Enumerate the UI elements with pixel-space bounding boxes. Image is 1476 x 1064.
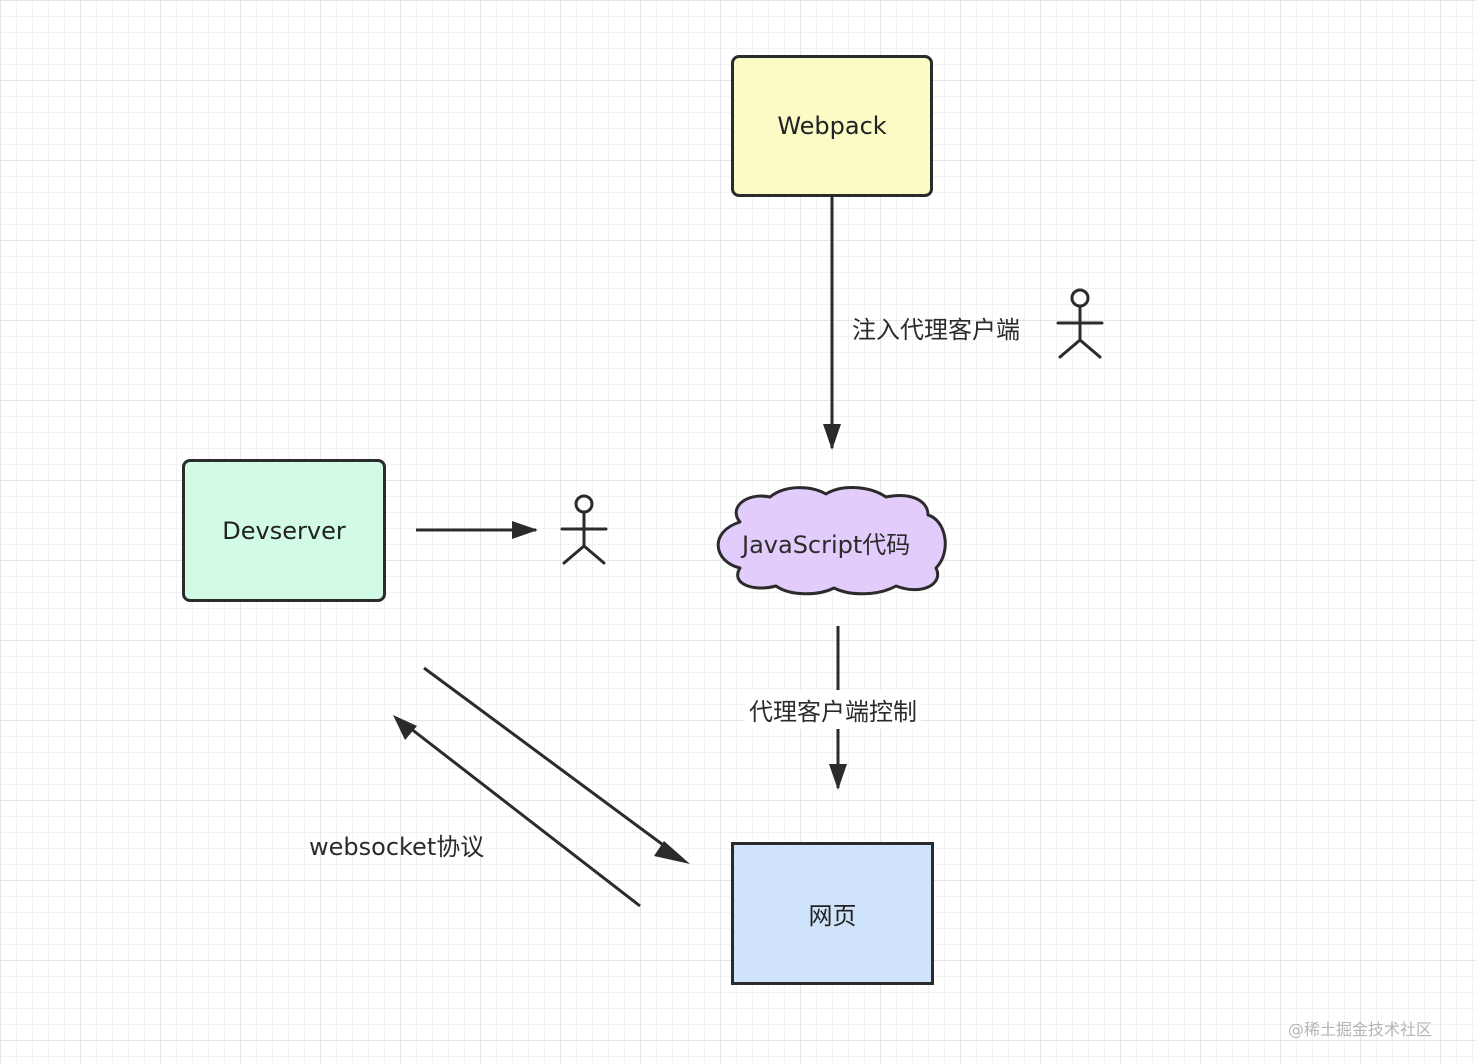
actor-icon-devserver <box>560 494 608 565</box>
actor-icon-inject <box>1056 288 1104 359</box>
inject-edge-label: 注入代理客户端 <box>852 316 1020 344</box>
arrowhead-devserver-to-actor <box>512 521 538 539</box>
watermark: @稀土掘金技术社区 <box>1288 1020 1433 1039</box>
arrowhead-javascript-to-webpage <box>829 764 847 790</box>
webpack-node: Webpack <box>731 55 933 197</box>
arrow-devserver-to-webpage <box>423 666 671 852</box>
webpack-node-label: Webpack <box>777 112 887 140</box>
devserver-node: Devserver <box>182 459 386 602</box>
webpage-node: 网页 <box>731 842 934 985</box>
control-edge-label: 代理客户端控制 <box>745 690 921 729</box>
devserver-node-label: Devserver <box>222 516 346 545</box>
websocket-edge-label: websocket协议 <box>309 833 485 861</box>
arrow-webpage-to-devserver <box>409 726 641 908</box>
javascript-node-label: JavaScript代码 <box>742 531 911 559</box>
webpage-node-label: 网页 <box>808 902 857 930</box>
arrowhead-devserver-to-webpage <box>654 841 690 864</box>
arrowhead-webpage-to-devserver <box>393 715 417 740</box>
javascript-cloud-shape <box>716 486 947 596</box>
arrowhead-webpack-to-javascript <box>823 424 841 450</box>
